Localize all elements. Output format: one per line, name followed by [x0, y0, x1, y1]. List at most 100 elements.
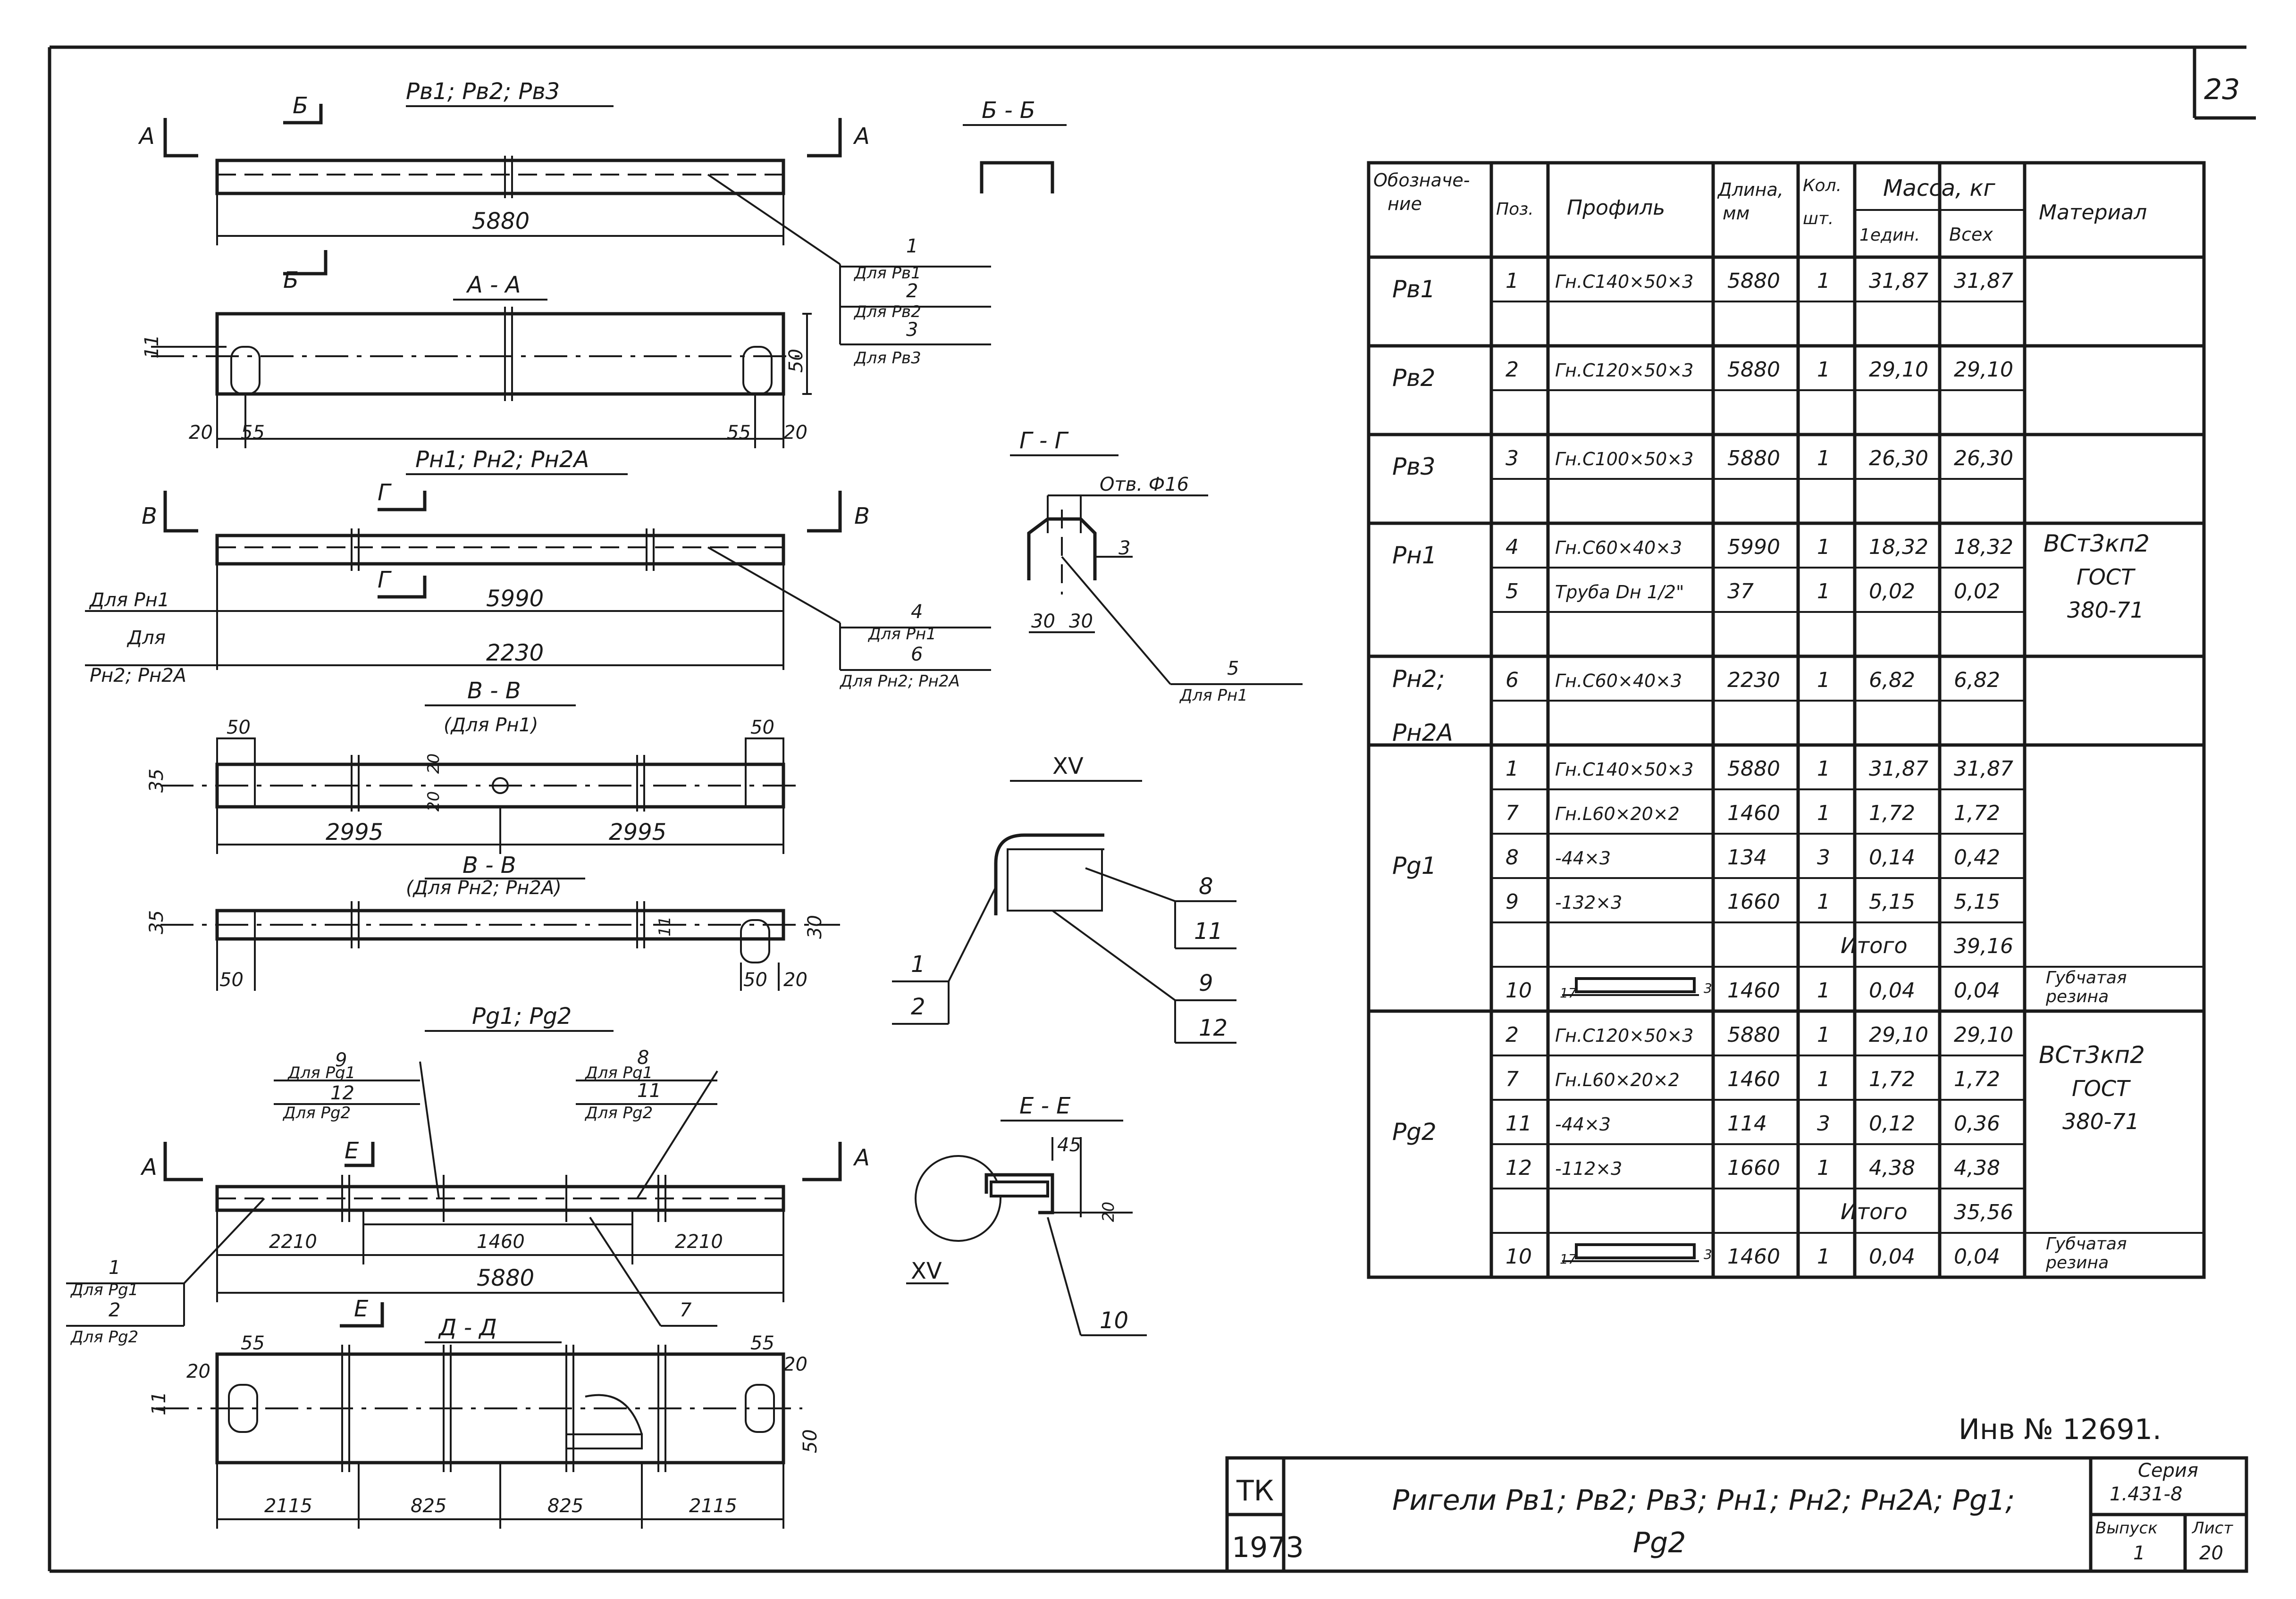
gg-dim-30-left: 30: [1031, 611, 1055, 632]
mark-g-bottom: Г: [378, 567, 392, 593]
cell-mass-unit: 5,15: [1869, 890, 1915, 914]
issue-value: 1: [2133, 1542, 2145, 1564]
material-main-rg2-2: ГОСТ: [2072, 1076, 2131, 1101]
cell-mass-total: 0,04: [1954, 1245, 2000, 1269]
header-mass-total: Всех: [1949, 224, 1993, 245]
material-main-3: 380-71: [2067, 597, 2144, 623]
rv-callout-2: 2: [906, 280, 918, 302]
material-rubber-2: резина: [2045, 1253, 2109, 1273]
rn-len: 5990: [486, 586, 544, 612]
rg-dim-2210-left: 2210: [269, 1231, 317, 1253]
rg-callout-9-label: Для Рg1: [287, 1063, 355, 1082]
xv-callout-1: 1: [911, 951, 925, 978]
cell-mass-total: 18,32: [1954, 535, 2013, 559]
cell-mass-unit: 18,32: [1869, 535, 1928, 559]
cell-profile: Гн.С60×40×3: [1555, 537, 1682, 558]
cell-length: 5880: [1727, 358, 1780, 382]
rv-callout-1-label: Для Рв1: [853, 264, 921, 283]
cell-mass-unit: 1,72: [1869, 801, 1915, 825]
cell-length: 114: [1727, 1112, 1767, 1136]
vv2-dim-50-right: 50: [743, 969, 767, 991]
cell-qty: 1: [1817, 446, 1830, 470]
dd-dim-20-left: 20: [186, 1361, 210, 1382]
rv-dim-20-left: 20: [189, 422, 213, 444]
section-vv-rn1: В - В (Для Рн1) 50 50 35 20 20 2995 2995: [146, 678, 802, 854]
rg-title: Рg1; Рg2: [472, 1003, 572, 1030]
rg-dim-2210-right: 2210: [675, 1231, 723, 1253]
gg-title: Г - Г: [1019, 427, 1069, 454]
cell-pos: 12: [1505, 1156, 1532, 1180]
cell-pos: 2: [1505, 1023, 1519, 1047]
dd-dim-20-right: 20: [783, 1354, 807, 1375]
cell-qty: 1: [1817, 1156, 1830, 1180]
ee-dim-20: 20: [1099, 1202, 1118, 1222]
cell-profile: Гн.С140×50×3: [1555, 759, 1693, 780]
cell-mass-unit: 31,87: [1869, 269, 1928, 293]
mark-a2-left: А: [140, 1154, 157, 1180]
rv-dim-50: 50: [785, 349, 807, 373]
vv2-dim-35: 35: [146, 910, 168, 934]
header-length: Длина,: [1717, 179, 1783, 200]
cell-pos: 10: [1505, 979, 1532, 1003]
cell-mass-total: 5,15: [1954, 890, 2000, 914]
material-rubber-1: Губчатая: [2046, 968, 2127, 988]
mark-g-top: Г: [378, 479, 392, 506]
cell-profile: -44×3: [1555, 1114, 1611, 1135]
cell-designation: Рв2: [1392, 364, 1435, 392]
rv-dim-20-right: 20: [783, 422, 807, 444]
mark-e-top: Е: [345, 1138, 359, 1164]
rg-callout-11-label: Для Рg2: [584, 1104, 653, 1122]
mark-e-bottom: Е: [354, 1296, 369, 1322]
cell-qty: 1: [1817, 801, 1830, 825]
cell-length: 1460: [1727, 1067, 1780, 1091]
cell-qty: 1: [1817, 358, 1830, 382]
cell-profile: Гн.С60×40×3: [1555, 670, 1682, 691]
cell-pos: 4: [1505, 535, 1519, 559]
org-code: ТК: [1236, 1474, 1274, 1507]
vv2-title: В - В: [463, 852, 516, 879]
cell-pos: 1: [1505, 269, 1519, 293]
cell-mass-unit: 26,30: [1869, 446, 1928, 470]
cell-mass-total: 29,10: [1954, 1023, 2013, 1047]
cell-mass-total: 31,87: [1954, 269, 2013, 293]
vv1-dim-2995-left: 2995: [326, 819, 383, 846]
cell-length: 1460: [1727, 801, 1780, 825]
bb-title: Б - Б: [982, 97, 1035, 124]
rg-callout-7: 7: [680, 1299, 692, 1321]
rv-dim-55-right: 55: [727, 422, 751, 444]
series-value: 1.431-8: [2110, 1483, 2182, 1505]
cell-length: 1460: [1727, 979, 1780, 1003]
rv-section-title: А - А: [466, 272, 521, 298]
cell-pos: 10: [1505, 1245, 1532, 1269]
gg-callout-5-label: Для Рн1: [1179, 686, 1248, 705]
dd-dim-825-left: 825: [411, 1495, 446, 1517]
dd-dim-50: 50: [799, 1429, 821, 1453]
vv1-dim-50-left: 50: [227, 717, 251, 738]
cell-qty: 1: [1817, 890, 1830, 914]
cell-mass-unit: 0,04: [1869, 979, 1915, 1003]
cell-mass-total: 1,72: [1954, 801, 2000, 825]
section-bb: Б - Б: [963, 97, 1067, 193]
sheet-frame: 23: [48, 45, 2256, 1573]
cell-length: 2230: [1727, 668, 1780, 692]
cell-mass-unit: 1,72: [1869, 1067, 1915, 1091]
cell-qty: 1: [1817, 1023, 1830, 1047]
cell-pos: 5: [1505, 579, 1519, 603]
dd-dim-55-right: 55: [750, 1332, 774, 1354]
cell-pos: 6: [1505, 668, 1519, 692]
gg-dim-30-right: 30: [1069, 611, 1093, 632]
rg-callout-12: 12: [330, 1082, 354, 1104]
cell-mass-total: 0,04: [1954, 979, 2000, 1003]
cell-mass-total: 29,10: [1954, 358, 2013, 382]
mark-a2-right: А: [853, 1145, 870, 1171]
cell-length: 134: [1727, 846, 1767, 870]
cell-mass-total: 6,82: [1954, 668, 2000, 692]
cell-profile: Гн.L60×20×2: [1555, 1070, 1680, 1090]
rn-callout-4-label: Для Рн1: [867, 625, 936, 644]
cell-length: 5880: [1727, 1023, 1780, 1047]
mark-v-right: В: [854, 503, 870, 529]
mark-a-left: А: [138, 123, 155, 150]
cell-designation: Рн2;: [1392, 665, 1445, 693]
vv1-dim-2995-right: 2995: [609, 819, 666, 846]
